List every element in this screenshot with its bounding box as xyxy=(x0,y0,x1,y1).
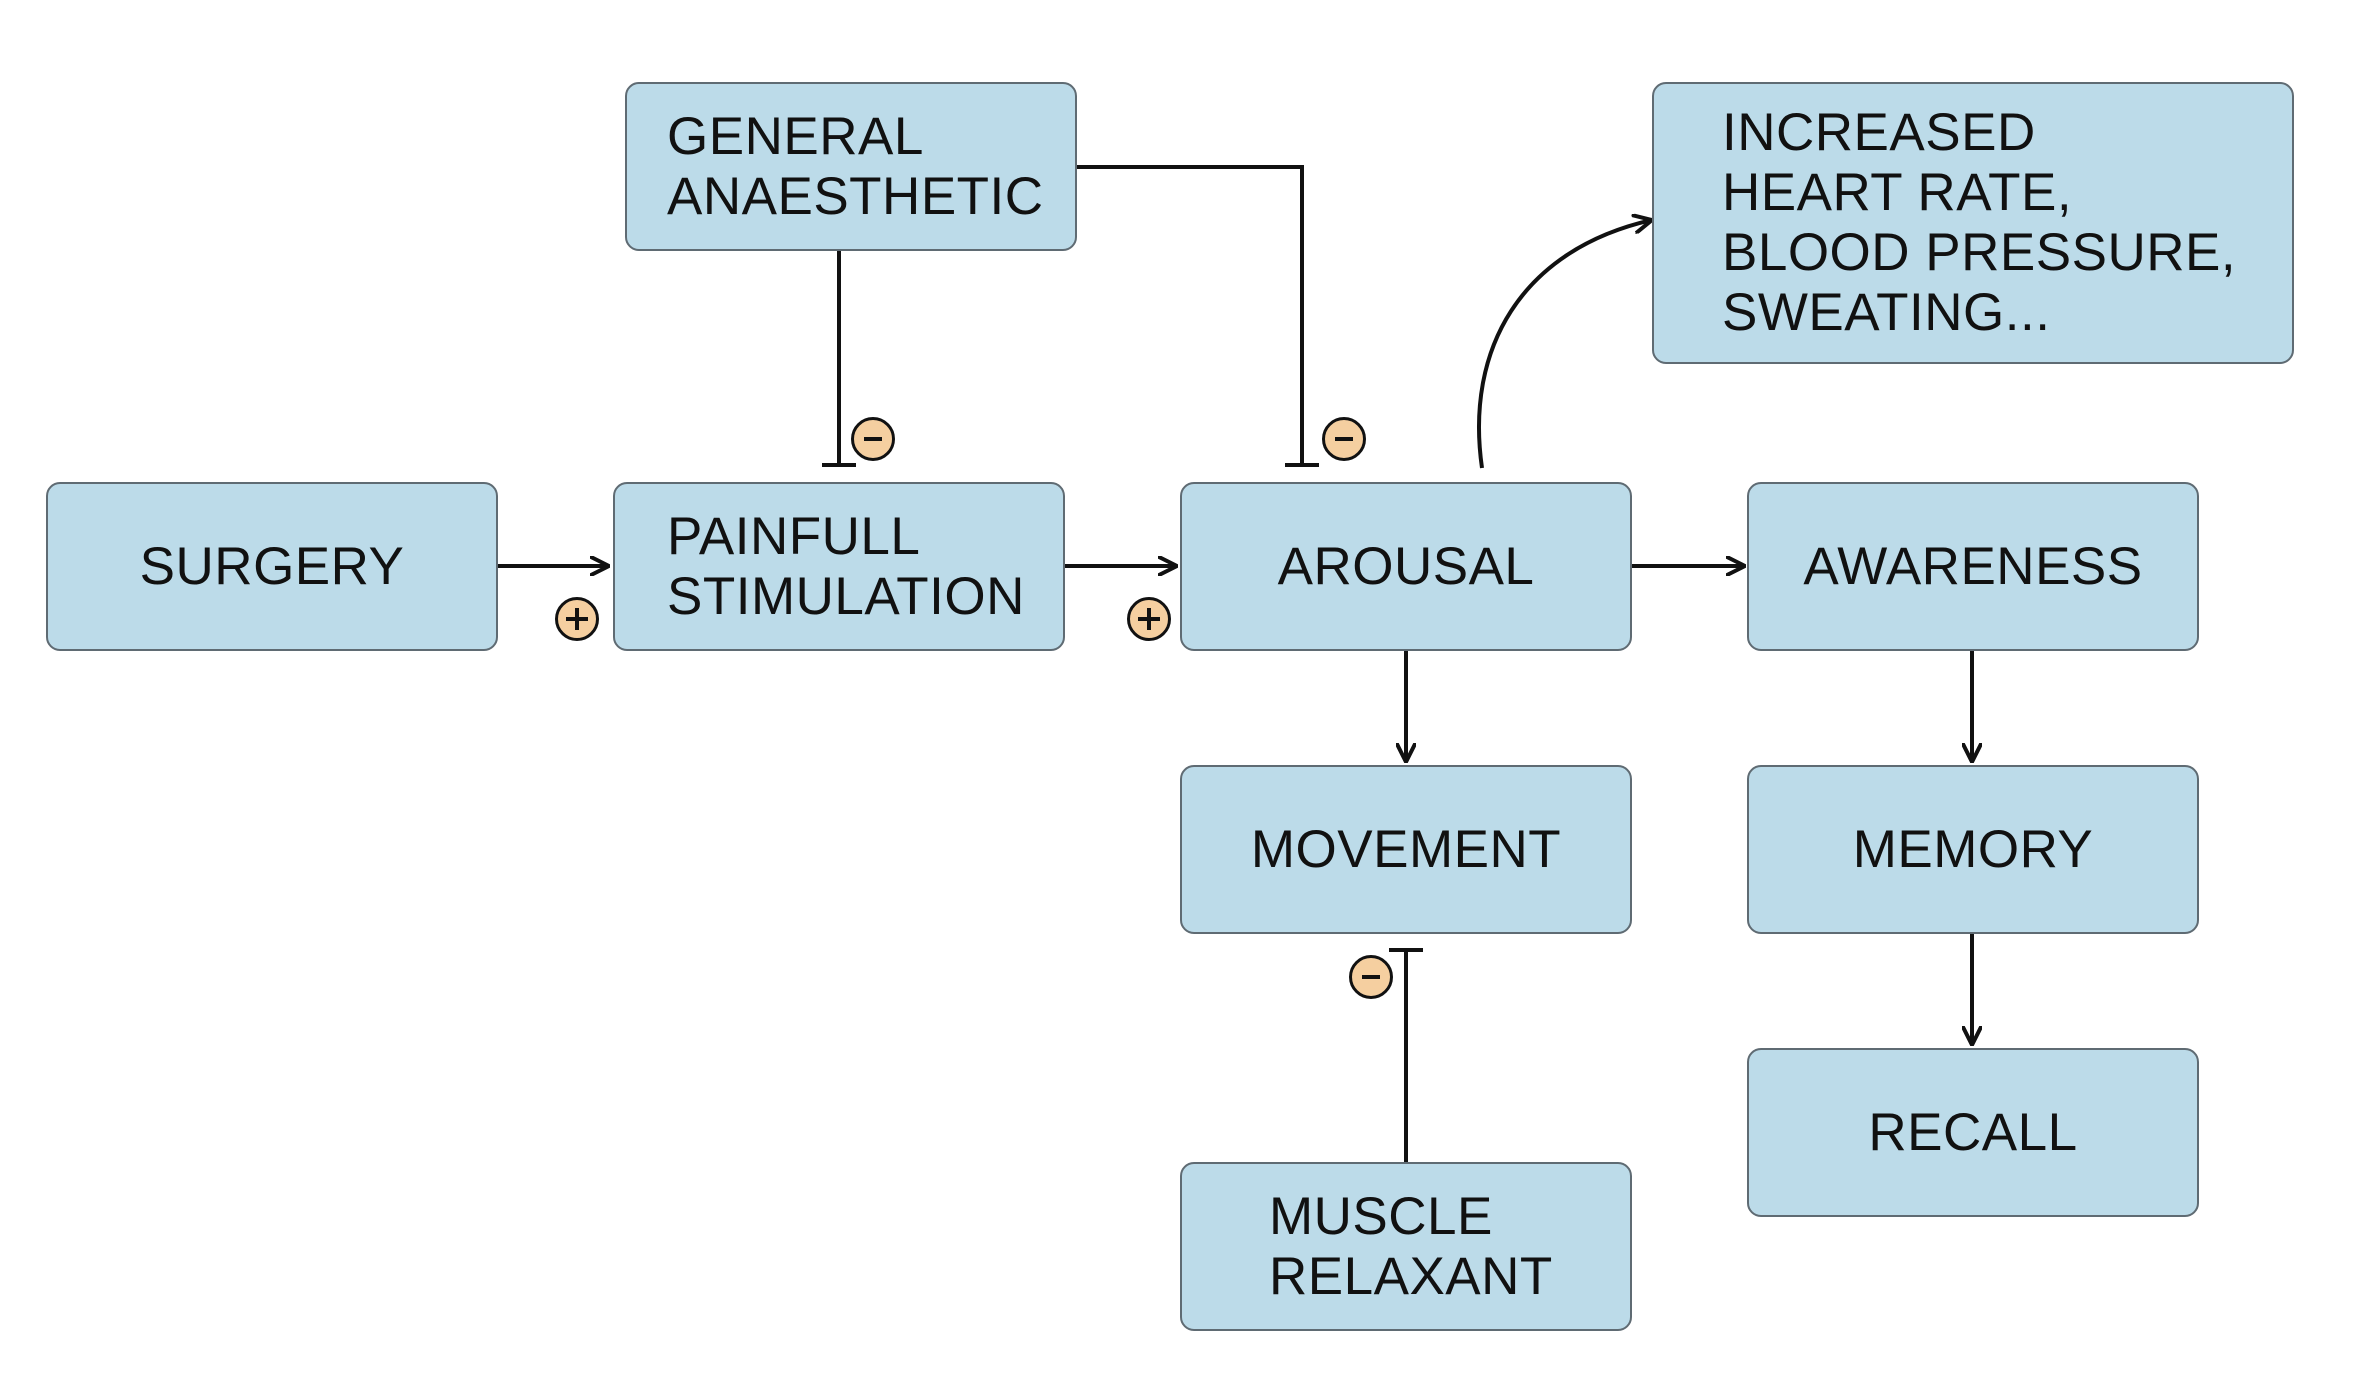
node-awareness-label: AWARENESS xyxy=(1803,536,2143,596)
node-increased-line-1: INCREASED xyxy=(1722,103,2036,162)
minus-circle-icon xyxy=(1322,417,1366,461)
inhibit-anaesthetic-to-stimulation xyxy=(822,251,856,467)
node-increased-heart-rate: INCREASED HEART RATE, BLOOD PRESSURE, SW… xyxy=(1652,82,2294,364)
node-surgery-label: SURGERY xyxy=(139,536,405,596)
node-general-anaesthetic-line-2: ANAESTHETIC xyxy=(667,166,1044,226)
node-painfull-stimulation-line-2: STIMULATION xyxy=(667,566,1025,626)
inhibit-relaxant-to-movement xyxy=(1389,948,1423,1162)
minus-circle-icon xyxy=(1349,955,1393,999)
node-general-anaesthetic-line-1: GENERAL xyxy=(667,106,924,166)
node-painfull-stimulation-line-1: PAINFULL xyxy=(667,506,921,566)
node-arousal: AROUSAL xyxy=(1180,482,1632,651)
inhibit-anaesthetic-to-arousal xyxy=(1077,165,1319,467)
node-recall: RECALL xyxy=(1747,1048,2199,1217)
node-increased-line-4: SWEATING... xyxy=(1722,283,2051,342)
plus-circle-icon xyxy=(1127,597,1171,641)
node-memory: MEMORY xyxy=(1747,765,2199,934)
node-painfull-stimulation: PAINFULL STIMULATION xyxy=(613,482,1065,651)
node-recall-label: RECALL xyxy=(1868,1102,2078,1162)
node-surgery: SURGERY xyxy=(46,482,498,651)
node-awareness: AWARENESS xyxy=(1747,482,2199,651)
node-increased-line-2: HEART RATE, xyxy=(1722,163,2073,222)
node-arousal-label: AROUSAL xyxy=(1277,536,1535,596)
minus-circle-icon xyxy=(851,417,895,461)
node-memory-label: MEMORY xyxy=(1852,819,2094,879)
node-increased-line-3: BLOOD PRESSURE, xyxy=(1722,223,2237,282)
node-muscle-relaxant-line-1: MUSCLE xyxy=(1269,1186,1493,1246)
node-muscle-relaxant: MUSCLE RELAXANT xyxy=(1180,1162,1632,1331)
node-muscle-relaxant-line-2: RELAXANT xyxy=(1269,1246,1553,1306)
node-general-anaesthetic: GENERAL ANAESTHETIC xyxy=(625,82,1077,251)
node-movement: MOVEMENT xyxy=(1180,765,1632,934)
node-movement-label: MOVEMENT xyxy=(1250,819,1562,879)
arrow-arousal-to-vital-signs xyxy=(1477,220,1652,469)
plus-circle-icon xyxy=(555,597,599,641)
